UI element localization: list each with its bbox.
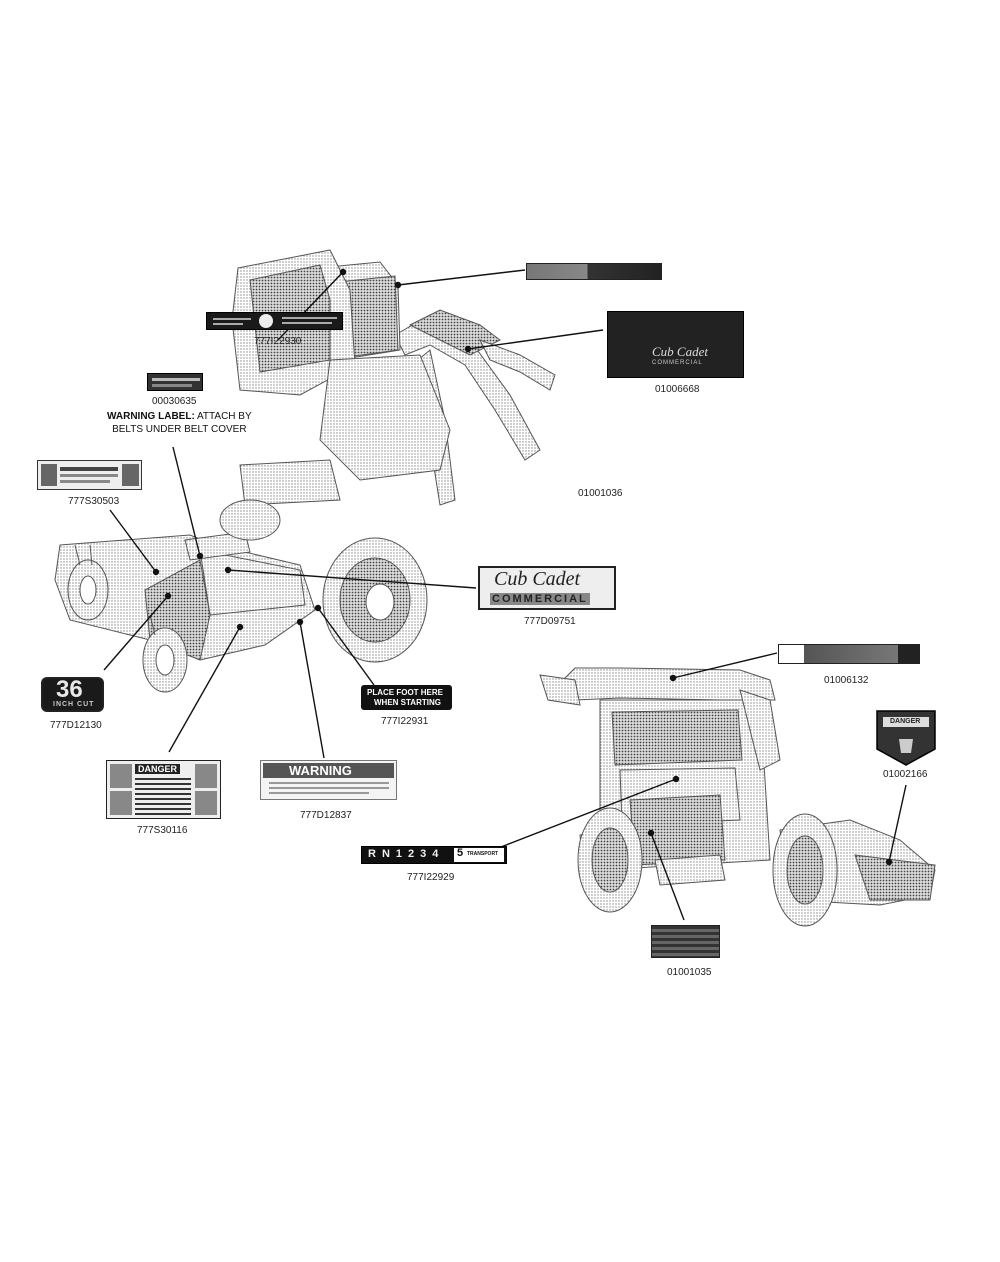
decal-01006132 — [778, 644, 920, 664]
hazard-pictogram-icon — [195, 764, 217, 788]
warning-label-note: WARNING LABEL: ATTACH BY BELTS UNDER BEL… — [107, 411, 252, 435]
part-number-777D12837: 777D12837 — [300, 810, 352, 821]
caution-symbol-icon — [259, 314, 273, 328]
decal-777I22930 — [206, 312, 343, 330]
gear-position-label: 2 — [408, 848, 415, 860]
decal-777D09751: Cub Cadet COMMERCIAL — [478, 566, 616, 610]
danger-label: DANGER — [890, 718, 921, 725]
part-number-01006668: 01006668 — [655, 384, 700, 395]
decal-777I22931: PLACE FOOT HERE WHEN STARTING — [361, 685, 452, 710]
cub-cadet-logo: Cub Cadet — [494, 568, 581, 590]
gear-position-label: N — [381, 848, 390, 860]
gear-position-label: 1 — [395, 848, 403, 860]
decal-777S30503 — [37, 460, 142, 490]
part-number-777I22930: 777I22930 — [254, 336, 302, 347]
part-number-777D12130: 777D12130 — [50, 720, 102, 731]
decal-777S30116: DANGER — [106, 760, 221, 819]
cub-cadet-logo: Cub Cadet — [652, 344, 708, 359]
part-number-777S30503: 777S30503 — [68, 496, 120, 507]
decal-00030635 — [147, 373, 203, 391]
decal-01002166 — [876, 710, 936, 766]
hand-hazard-icon — [899, 739, 913, 753]
part-number-01001036: 01001036 — [578, 488, 623, 499]
part-number-777I22929: 777I22929 — [407, 872, 455, 883]
decal-01001035 — [651, 925, 720, 958]
gear-position-label: 3 — [420, 848, 427, 860]
part-number-01006132: 01006132 — [824, 675, 869, 686]
hazard-pictogram-icon — [110, 764, 132, 788]
decal-777D12837: WARNING — [260, 760, 397, 800]
part-number-00030635: 00030635 — [152, 396, 197, 407]
part-number-01002166: 01002166 — [883, 769, 928, 780]
walk-behind-mower-rear — [539, 667, 936, 927]
part-number-777I22931: 777I22931 — [381, 716, 429, 727]
part-number-777S30116: 777S30116 — [137, 825, 188, 836]
part-number-01001035: 01001035 — [667, 967, 712, 978]
leader-lines — [103, 268, 907, 921]
gear-position-label: 4 — [432, 848, 439, 860]
decal-01006668: Cub Cadet COMMERCIAL — [607, 311, 744, 378]
part-number-777D09751: 777D09751 — [524, 616, 576, 627]
decal-01001036 — [526, 263, 662, 280]
decal-777D12130: 36 INCH CUT — [41, 676, 104, 712]
hazard-pictogram-icon — [195, 791, 217, 815]
hazard-pictogram-icon — [110, 791, 132, 815]
gear-position-label: R — [368, 848, 376, 860]
